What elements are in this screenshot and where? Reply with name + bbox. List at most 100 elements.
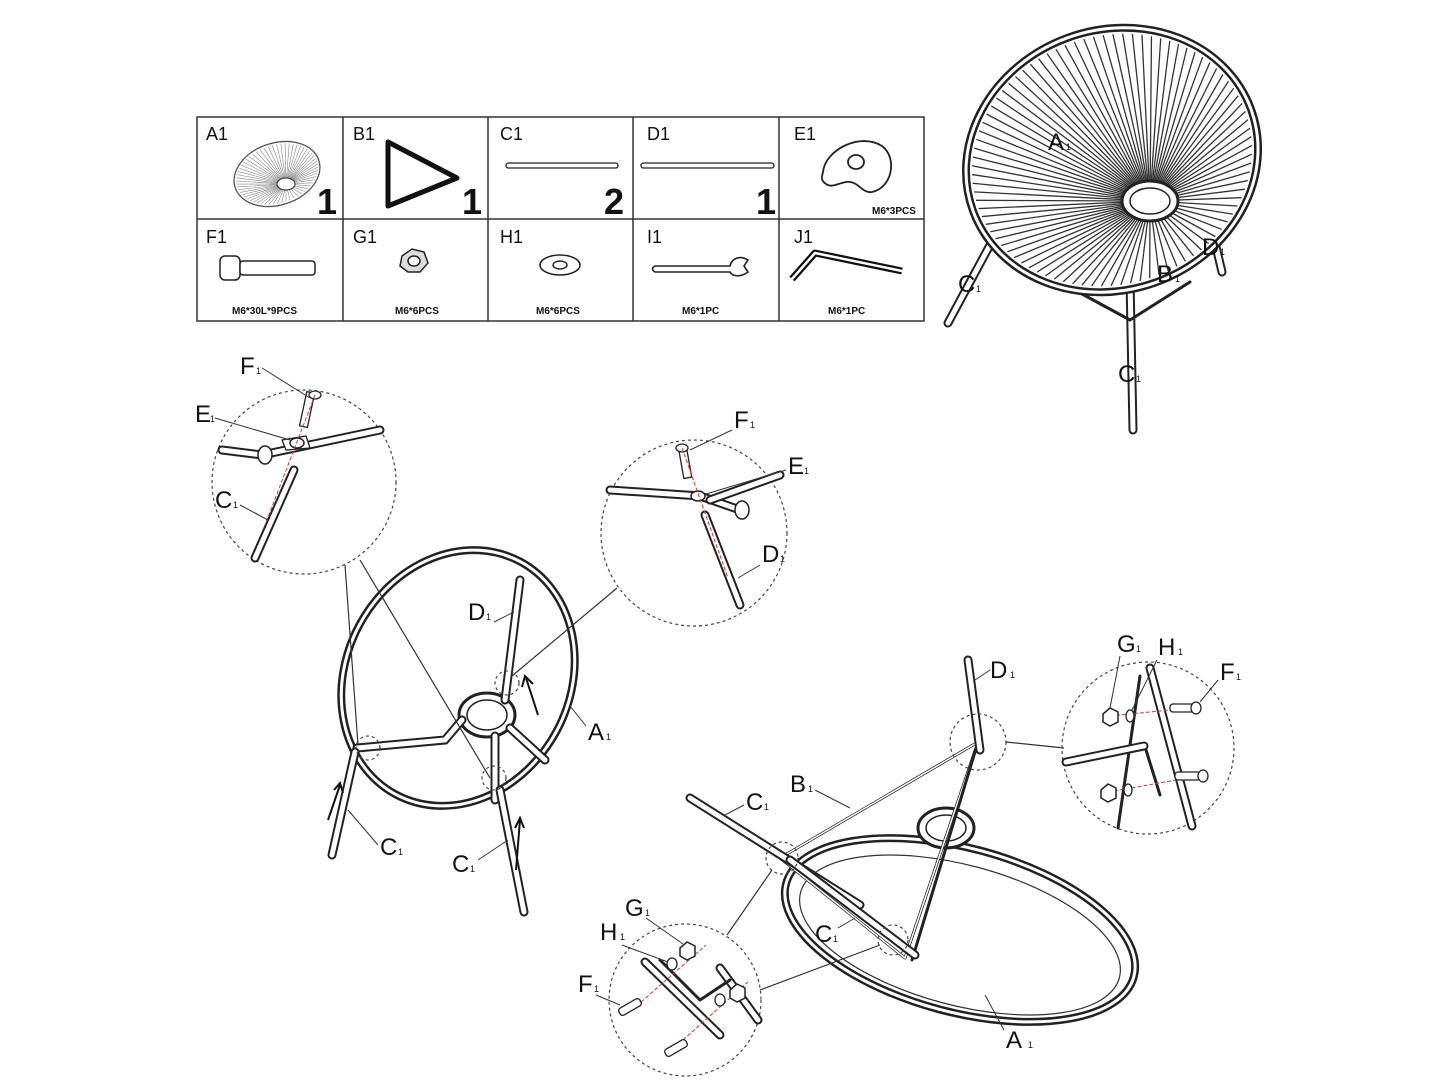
seat-cord bbox=[976, 138, 1151, 202]
seat-cord bbox=[986, 113, 1151, 202]
seat-cord bbox=[1149, 56, 1204, 202]
seat-cord bbox=[280, 143, 287, 185]
label-e-detail1-sub: 1 bbox=[210, 414, 215, 424]
seat-cord bbox=[1029, 63, 1151, 202]
seat-cord bbox=[285, 144, 294, 185]
label-f-detail4-sub: 1 bbox=[594, 984, 599, 994]
label-c-step2-mid-sub: 1 bbox=[833, 934, 838, 944]
label-d-step1: D bbox=[468, 599, 485, 626]
label-a-sub: 1 bbox=[1066, 142, 1071, 152]
label-c-step1-right-sub: 1 bbox=[470, 864, 475, 874]
seat-cord bbox=[1014, 76, 1151, 202]
part-spec-i1: M6*1PC bbox=[682, 306, 719, 317]
seat-cord bbox=[1073, 41, 1151, 202]
seat-cord bbox=[1055, 48, 1151, 202]
label-f-detail4: F bbox=[578, 971, 593, 998]
part-code-j1: J1 bbox=[794, 227, 813, 247]
nut-icon bbox=[399, 248, 429, 273]
seat-cord bbox=[1022, 69, 1151, 202]
part-qty-a1: 1 bbox=[317, 181, 337, 222]
washer-icon bbox=[539, 254, 581, 276]
parts-table: A1 B1 C1 D1 E1 F1 G1 H1 I1 J1 1 1 2 1 M6… bbox=[196, 116, 925, 322]
seat-cord bbox=[1102, 35, 1151, 202]
seat-cord bbox=[1064, 44, 1151, 202]
seat-cord bbox=[1083, 38, 1151, 202]
part-qty-d1: 1 bbox=[756, 181, 776, 222]
label-e-detail2: E bbox=[788, 453, 804, 480]
label-g-detail3-sub: 1 bbox=[1136, 644, 1141, 654]
part-code-h1: H1 bbox=[500, 227, 523, 247]
part-code-i1: I1 bbox=[647, 227, 662, 247]
step1-legs-insertion: D 1 A 1 C 1 C 1 bbox=[327, 546, 618, 917]
seat-cord bbox=[1149, 67, 1218, 202]
part-code-c1: C1 bbox=[500, 124, 523, 144]
label-c-step2-top: C bbox=[746, 789, 763, 816]
seat-frame-icon bbox=[233, 140, 321, 208]
seat-cord bbox=[1092, 36, 1151, 202]
label-b-sub: 1 bbox=[1175, 274, 1180, 284]
label-b-step2-sub: 1 bbox=[808, 784, 813, 794]
part-code-f1: F1 bbox=[206, 227, 227, 247]
seat-cord bbox=[271, 145, 287, 185]
seat-cord bbox=[1141, 34, 1151, 202]
detail-circle-d-b-bolts: G 1 H 1 F 1 bbox=[1061, 631, 1241, 835]
label-g-detail3: G bbox=[1117, 631, 1136, 658]
allen-key-icon bbox=[789, 249, 903, 282]
label-f-detail2-sub: 1 bbox=[750, 420, 755, 430]
seat-cord bbox=[1149, 62, 1211, 202]
seat-cord bbox=[972, 156, 1151, 202]
label-e-detail1: E bbox=[195, 401, 211, 428]
label-c: C bbox=[958, 271, 975, 298]
connector-plate-icon bbox=[820, 140, 892, 193]
seat-cord bbox=[1149, 44, 1180, 202]
label-a-step1-sub: 1 bbox=[606, 732, 611, 742]
seat-cord bbox=[1008, 82, 1151, 202]
seat-cord bbox=[1149, 38, 1162, 202]
detail-circle-d-joint: F 1 E 1 D 1 bbox=[600, 407, 809, 627]
label-d-step2-sub: 1 bbox=[1010, 670, 1015, 680]
seat-cord bbox=[1038, 58, 1151, 202]
seat-cord bbox=[1149, 40, 1171, 202]
label-f-detail1: F bbox=[240, 353, 255, 380]
label-h-detail3-sub: 1 bbox=[1178, 647, 1183, 657]
part-spec-g1: M6*6PCS bbox=[395, 306, 439, 317]
triangle-frame-icon bbox=[385, 139, 460, 209]
label-c-step2-mid: C bbox=[815, 921, 832, 948]
label-g-detail4: G bbox=[625, 895, 644, 922]
label-d-detail2: D bbox=[762, 541, 779, 568]
wrench-icon bbox=[651, 256, 750, 277]
seat-cord bbox=[285, 143, 290, 185]
label-c-step2-top-sub: 1 bbox=[764, 802, 769, 812]
detail-circle-c-b-bolts: G 1 H 1 F 1 bbox=[578, 895, 763, 1077]
label-f-detail1-sub: 1 bbox=[256, 366, 261, 376]
part-code-a1: A1 bbox=[206, 124, 228, 144]
label-a-step2: A bbox=[1006, 1027, 1022, 1054]
seat-cord bbox=[1149, 74, 1224, 202]
part-spec-f1: M6*30L*9PCS bbox=[232, 306, 297, 317]
seat-cord bbox=[1112, 34, 1151, 202]
seat-cord bbox=[971, 165, 1151, 202]
part-qty-b1: 1 bbox=[462, 181, 482, 222]
part-code-b1: B1 bbox=[353, 124, 375, 144]
part-code-d1: D1 bbox=[647, 124, 670, 144]
seat-cord bbox=[982, 121, 1151, 202]
label-d-step1-sub: 1 bbox=[486, 612, 491, 622]
label-a: A bbox=[1048, 129, 1064, 156]
seat-cord bbox=[1149, 47, 1188, 202]
seat-cord bbox=[971, 173, 1151, 202]
long-leg-tube-icon bbox=[640, 162, 775, 169]
seat-cord bbox=[284, 143, 287, 185]
label-g-detail4-sub: 1 bbox=[645, 908, 650, 918]
seat-cord bbox=[972, 182, 1151, 202]
part-qty-c1: 2 bbox=[604, 181, 624, 222]
label-h-detail3: H bbox=[1158, 634, 1175, 661]
seat-cord bbox=[990, 105, 1151, 202]
seat-cord bbox=[276, 144, 287, 185]
assembled-chair-view: A 1 D 1 B 1 C 1 C 1 bbox=[943, 23, 1263, 435]
seat-cord bbox=[1131, 33, 1151, 202]
step2-triangle-frame: D 1 B 1 C 1 C 1 A 1 bbox=[685, 655, 1140, 1054]
seat-cord bbox=[974, 147, 1151, 202]
seat-cord bbox=[978, 130, 1151, 202]
part-code-g1: G1 bbox=[353, 227, 377, 247]
label-a-step2-sub: 1 bbox=[1028, 1040, 1033, 1050]
